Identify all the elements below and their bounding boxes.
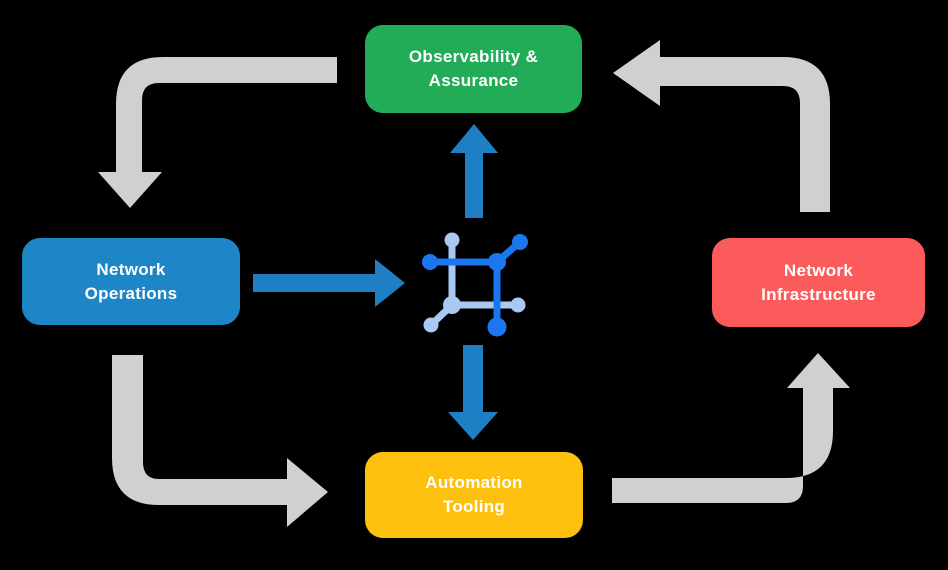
flow-arrow-operations-to-center	[253, 259, 405, 307]
cycle-arrow-observability-to-operations	[98, 57, 337, 208]
node-label-line: Tooling	[442, 497, 506, 516]
cycle-arrow-operations-to-automation	[112, 355, 328, 527]
node-label-line: Assurance	[428, 71, 519, 90]
node-label-line: Automation	[425, 473, 523, 492]
cycle-arrow-infrastructure-to-observability	[613, 40, 830, 212]
network-mesh-icon-dark-nodes	[422, 234, 528, 337]
node-label-line: Network	[96, 259, 166, 279]
network-mesh-icon-light-nodes	[423, 232, 526, 333]
node-network-infrastructure: Network Infrastructure	[712, 238, 925, 327]
cycle-arrow-automation-to-infrastructure	[612, 353, 850, 503]
flow-arrow-center-to-observability	[450, 124, 498, 218]
node-label-line: Infrastructure	[761, 284, 876, 304]
flow-arrow-center-to-automation	[448, 345, 498, 440]
network-mesh-icon	[422, 232, 528, 337]
node-observability-assurance: Observability & Assurance	[365, 25, 582, 113]
node-label-line: Network	[783, 260, 854, 280]
node-label-line: Observability &	[408, 47, 539, 66]
node-automation-tooling: Automation Tooling	[365, 452, 583, 538]
node-label-line: Operations	[84, 283, 178, 303]
node-network-operations: Network Operations	[22, 238, 240, 325]
